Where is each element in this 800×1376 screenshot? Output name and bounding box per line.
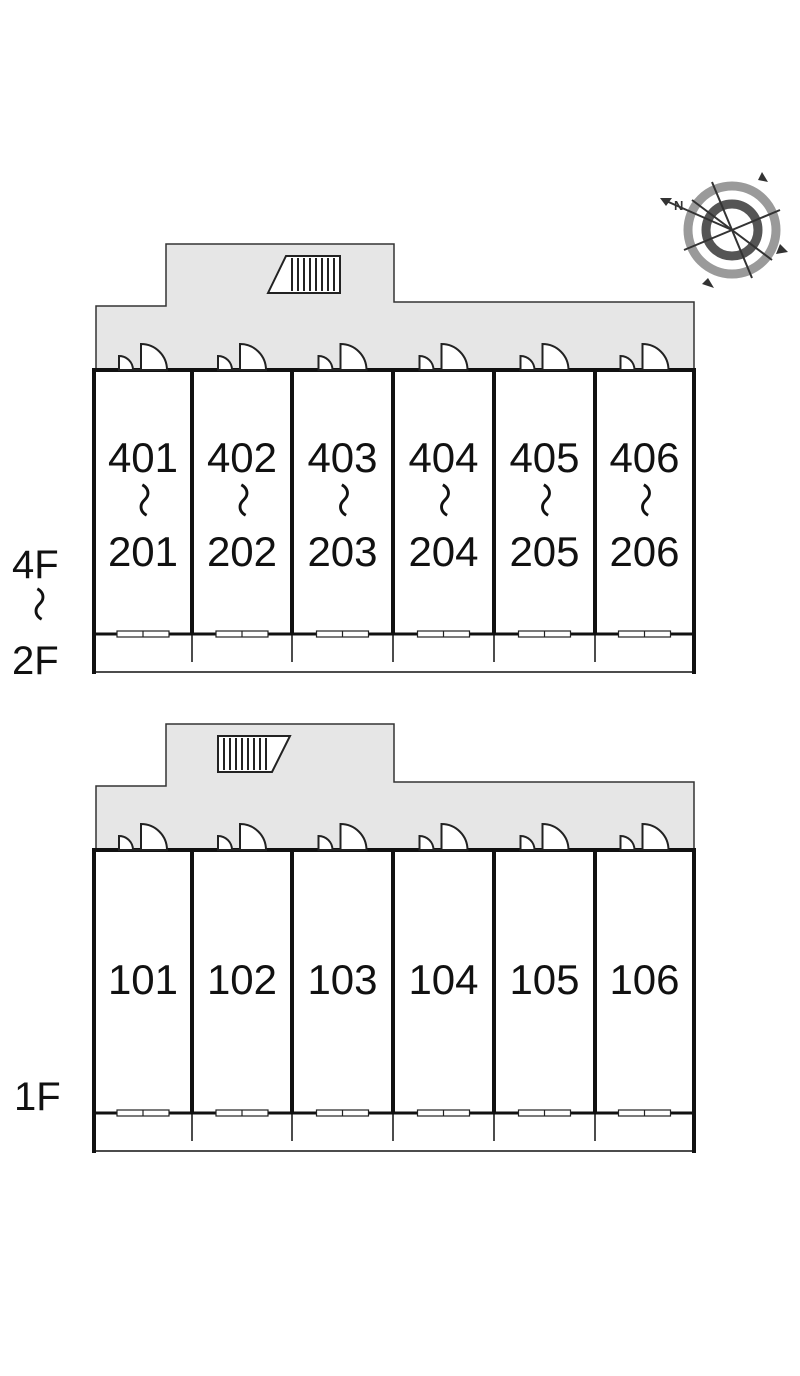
unit-number: 106 [609,956,679,1003]
unit-number: 102 [207,956,277,1003]
unit-number-top: 406 [609,434,679,481]
door-icon [619,342,670,371]
unit-number-bottom: 202 [207,528,277,575]
unit-number-bottom: 201 [108,528,178,575]
floor-label-sep: 〜 [17,586,58,622]
unit-number: 103 [307,956,377,1003]
compass-arrow-icon [758,172,768,182]
corridor-upper [95,243,695,371]
door-icon [217,822,268,851]
unit-number-bottom: 205 [509,528,579,575]
compass-arrow-icon [660,198,672,206]
unit-number: 101 [108,956,178,1003]
unit-403: 403〜 203 [290,342,378,662]
unit-number-top: 405 [509,434,579,481]
unit-range-sep: 〜 [423,482,464,518]
unit-range-sep: 〜 [322,482,363,518]
door-icon [317,342,368,371]
compass-rose-icon: N [660,172,788,288]
compass-outer-ring [683,181,781,279]
unit-range-sep: 〜 [221,482,262,518]
lower-floor-block: 101 102 103 104 105 106 1F [14,723,696,1153]
unit-103: 103 [290,822,378,1141]
corridor-lower [95,723,695,851]
unit-number: 104 [408,956,478,1003]
door-icon [217,342,268,371]
unit-number-top: 402 [207,434,277,481]
unit-402: 402〜 202 [190,342,277,662]
unit-number-top: 401 [108,434,178,481]
upper-floor-block: 401〜201402〜202403〜203404〜204405〜205406〜2… [12,243,696,683]
door-icon [519,342,570,371]
floor-label-bottom: 2F [12,639,59,683]
compass-arrow-icon [702,278,714,288]
unit-101: 101 [108,822,178,1117]
unit-number-top: 403 [307,434,377,481]
door-icon [519,822,570,851]
door-icon [118,822,169,851]
unit-number-bottom: 206 [609,528,679,575]
unit-number: 105 [509,956,579,1003]
door-icon [118,342,169,371]
door-icon [418,342,469,371]
unit-106: 106 [593,822,680,1141]
floor-label-1f: 1F [14,1075,61,1119]
unit-405: 405〜 205 [492,342,580,662]
unit-number-bottom: 204 [408,528,478,575]
unit-406: 406〜 206 [593,342,680,662]
stair-icon [266,255,341,294]
compass-north-pointer [663,199,733,231]
unit-range-sep: 〜 [624,482,665,518]
unit-number-top: 404 [408,434,478,481]
unit-number-bottom: 203 [307,528,377,575]
floor-label-4f-2f: 4F 〜 2F [12,543,59,683]
compass-inner-ring [701,199,763,261]
unit-range-sep: 〜 [122,482,163,518]
stair-icon [217,735,292,773]
floor-label-top: 4F [12,543,59,587]
unit-105: 105 [492,822,580,1141]
compass-arrow-icon [776,244,788,254]
unit-range-sep: 〜 [524,482,565,518]
door-icon [317,822,368,851]
unit-104: 104 [391,822,479,1141]
door-icon [619,822,670,851]
door-icon [418,822,469,851]
unit-401: 401〜 201 [108,342,178,638]
unit-404: 404〜 204 [391,342,479,662]
compass-north-label: N [674,198,683,213]
unit-102: 102 [190,822,277,1141]
